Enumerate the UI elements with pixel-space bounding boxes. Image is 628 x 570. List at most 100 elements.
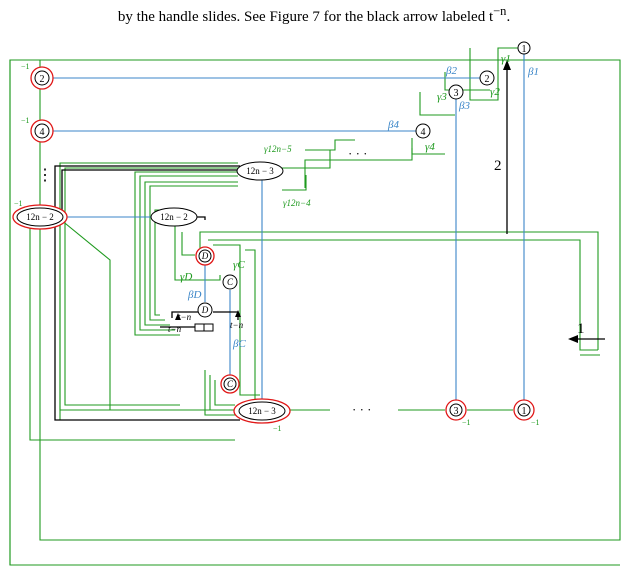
green-loop-7 [154, 209, 160, 316]
minus-one-bot-2: −1 [462, 418, 471, 427]
tn-arrow-head-1 [175, 313, 181, 320]
green-diagonal [54, 214, 235, 411]
node-D-top [198, 249, 212, 263]
node-2-label: 2 [485, 74, 490, 85]
label-betaC: βC [232, 338, 246, 350]
black-curves [54, 65, 605, 421]
node-3-label: 3 [454, 88, 459, 99]
gamma-staircase [305, 139, 355, 151]
outer-frame-left [9, 59, 620, 566]
label-gammaD: γD [180, 271, 192, 283]
green-curves [9, 47, 621, 566]
black-D-link-2 [213, 311, 239, 320]
node-12n2-mid-label: 12n − 2 [160, 212, 188, 222]
gammaC-path [213, 244, 260, 396]
tn-arrow-head-2 [235, 310, 241, 317]
label-betaD: βD [187, 289, 201, 301]
misc-labels: t−n t−n t−n 2 1 −1 −1 −1 −1 −1 −1 · · · … [14, 62, 585, 433]
label-tn-2: t−n [168, 324, 182, 334]
label-gamma12n5: γ12n−5 [264, 144, 292, 154]
node-2-top [479, 70, 495, 86]
black-path-12n2 [196, 216, 206, 220]
minus-one-top-1: −1 [21, 62, 30, 71]
node-1-top [517, 41, 531, 55]
green-loop-6 [149, 185, 238, 321]
arrow-1-label: 1 [577, 321, 585, 337]
node-12n3-top [236, 161, 284, 181]
node-labels: 1 2 3 4 2 4 12n − 3 12n − 2 12n − 2 D C … [26, 44, 526, 417]
node-D-bot-label: D [201, 305, 209, 315]
node-1-label: 1 [522, 44, 527, 55]
node-1-bot [517, 403, 531, 417]
gamma3-path [419, 92, 455, 116]
label-beta3: β3 [458, 100, 470, 112]
gamma1-path [469, 47, 520, 101]
node-C-top-label: C [227, 277, 234, 287]
gamma12n5-path [282, 150, 331, 169]
gammaD-path-2 [181, 232, 195, 256]
label-gammaC: γC [233, 259, 245, 271]
node-C-top [222, 274, 238, 290]
frame-left-bracket [9, 59, 40, 565]
gamma-C-box-2 [214, 380, 235, 406]
label-beta4: β4 [387, 119, 399, 131]
node-2-left [34, 70, 50, 86]
arrow-2-head [503, 60, 511, 70]
label-tn-1: t−n [178, 312, 192, 322]
node-4-left-label: 4 [40, 127, 45, 138]
gammaC-path-2 [245, 249, 256, 400]
outer-frame [39, 59, 621, 541]
node-C-bot-label: C [227, 379, 234, 389]
black-loop-inner [61, 169, 240, 210]
node-12n2-mid [150, 207, 198, 227]
green-right-box-outer [199, 231, 599, 350]
caption-period: . [506, 9, 511, 25]
black-D-link [171, 311, 198, 318]
curve-labels: γ1 β1 β2 γ2 γ3 β3 β4 γ4 γ12n−5 γ12n−4 γD… [180, 53, 539, 350]
gamma-C-box-3 [204, 370, 245, 416]
node-4-label: 4 [421, 127, 426, 138]
green-loop-1 [59, 162, 238, 411]
label-gamma12n4: γ12n−4 [283, 198, 311, 208]
node-3-top [448, 84, 464, 100]
nodes [12, 41, 535, 424]
label-gamma2: γ2 [490, 86, 500, 98]
caption-superscript: −n [493, 4, 507, 18]
blue-curves [50, 48, 525, 402]
node-2-left-label: 2 [40, 74, 45, 85]
dots-bottom: · · · [352, 402, 372, 417]
minus-one-bot-1: −1 [273, 424, 282, 433]
green-lower-left [29, 210, 235, 441]
arrow-2-label: 2 [494, 158, 502, 174]
figure-caption: by the handle slides. See Figure 7 for t… [0, 0, 628, 26]
node-1-bot-label: 1 [522, 406, 527, 417]
node-3-bot-label: 3 [454, 406, 459, 417]
node-12n3-top-label: 12n − 3 [246, 166, 274, 176]
dots-top: · · · [348, 146, 368, 161]
node-12n2-left [16, 207, 64, 227]
green-loop-5 [144, 181, 238, 326]
arrow-1-head [568, 335, 578, 343]
dots-vertical: ⋮ [37, 167, 53, 184]
node-3-bot [449, 403, 463, 417]
label-gamma4: γ4 [425, 141, 435, 153]
arrowheads [175, 60, 578, 343]
node-12n2-left-label: 12n − 2 [26, 212, 54, 222]
label-beta1: β1 [527, 66, 539, 78]
green-loop-2 [64, 167, 238, 406]
label-gamma1: γ1 [501, 53, 511, 65]
label-beta2: β2 [445, 65, 457, 77]
node-D-bot [197, 302, 213, 318]
node-D-top-label: D [201, 251, 209, 261]
node-4-left [34, 123, 50, 139]
node-12n3-bot-label: 12n − 3 [248, 406, 276, 416]
gammaD-path [174, 225, 221, 281]
node-4-top [415, 123, 431, 139]
minus-one-left: −1 [14, 199, 23, 208]
caption-text: by the handle slides. See Figure 7 for t… [117, 9, 494, 25]
gamma-staircase-2 [304, 148, 413, 188]
green-right-box-inner [208, 239, 598, 351]
label-gamma3: γ3 [437, 91, 447, 103]
green-loop-3 [134, 171, 238, 336]
